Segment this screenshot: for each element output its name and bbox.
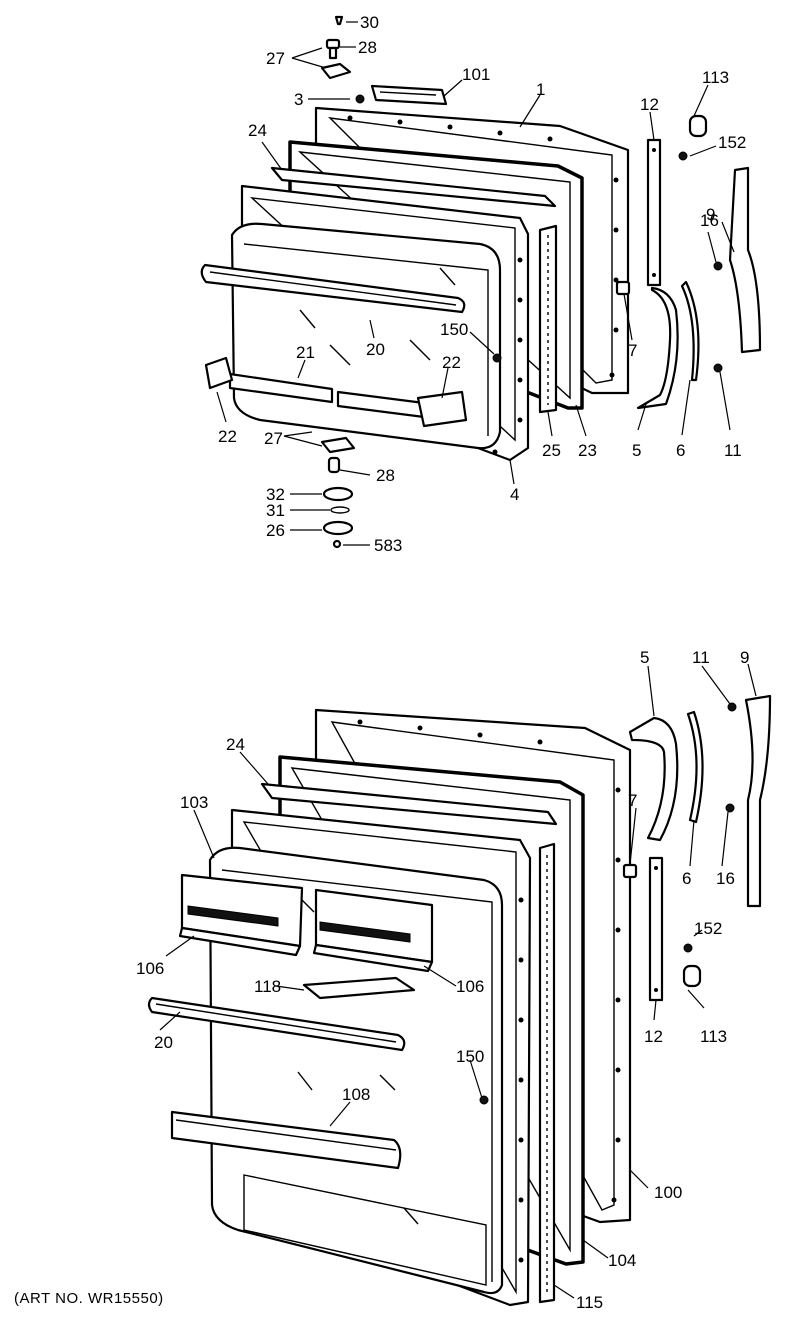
callout-5-lower: 5 bbox=[640, 648, 649, 667]
lower-door-shelf bbox=[170, 1110, 402, 1170]
lower-door-assembly: 5 11 9 24 7 103 6 16 106 152 106 118 113… bbox=[136, 648, 772, 1312]
upper-door-rail bbox=[200, 263, 466, 314]
handle-6 bbox=[680, 280, 700, 382]
handle-5-lower bbox=[628, 716, 679, 842]
egg-tray bbox=[302, 976, 416, 1000]
upper-handle-group bbox=[492, 114, 762, 410]
callout-1: 1 bbox=[536, 80, 545, 99]
callout-23: 23 bbox=[578, 441, 597, 460]
callout-25: 25 bbox=[542, 441, 561, 460]
upper-trim-strips bbox=[228, 372, 434, 420]
handle-9 bbox=[728, 166, 762, 354]
callout-12-lower: 12 bbox=[644, 1027, 663, 1046]
bottom-hinge-hardware bbox=[320, 436, 356, 549]
callout-12: 12 bbox=[640, 95, 659, 114]
lower-leader-lines bbox=[159, 663, 757, 1299]
upper-mullion-strip bbox=[538, 224, 558, 414]
callout-21: 21 bbox=[296, 343, 315, 362]
lower-handle-group bbox=[479, 694, 772, 1105]
callout-100: 100 bbox=[654, 1183, 682, 1202]
callout-106-right: 106 bbox=[456, 977, 484, 996]
callout-152: 152 bbox=[718, 133, 746, 152]
cap-113 bbox=[688, 114, 708, 138]
top-hinge-hardware bbox=[320, 15, 352, 80]
callout-115: 115 bbox=[576, 1293, 603, 1312]
lower-callouts: 5 11 9 24 7 103 6 16 106 152 106 118 113… bbox=[136, 648, 749, 1312]
callout-22-left: 22 bbox=[218, 427, 237, 446]
upper-door-assembly: 30 28 27 101 3 1 12 113 24 152 16 9 150 … bbox=[200, 13, 762, 555]
upper-leader-lines bbox=[216, 21, 735, 546]
callout-24: 24 bbox=[248, 121, 267, 140]
stop-7-lower bbox=[622, 863, 638, 879]
screw-11-lower bbox=[727, 702, 737, 712]
hinge-bar-12 bbox=[646, 138, 662, 287]
callout-24-lower: 24 bbox=[226, 735, 245, 754]
callout-9-lower: 9 bbox=[740, 648, 749, 667]
callout-6: 6 bbox=[676, 441, 685, 460]
callout-11-lower: 11 bbox=[692, 648, 710, 667]
callout-113: 113 bbox=[702, 68, 729, 87]
callout-28-lower: 28 bbox=[376, 466, 395, 485]
callout-9: 9 bbox=[706, 205, 715, 224]
screw-3 bbox=[355, 94, 365, 104]
butter-compartment-left bbox=[178, 873, 304, 957]
lower-mullion-strip bbox=[538, 842, 556, 1304]
screw-152-lower bbox=[683, 943, 693, 953]
lower-door-rail bbox=[147, 996, 406, 1052]
callout-101: 101 bbox=[462, 65, 490, 84]
screw-152 bbox=[678, 151, 688, 161]
callout-5: 5 bbox=[632, 441, 641, 460]
callout-28: 28 bbox=[358, 38, 377, 57]
screw-150 bbox=[492, 353, 502, 363]
callout-31: 31 bbox=[266, 501, 285, 520]
handle-9-lower bbox=[744, 694, 772, 908]
callout-113-lower: 113 bbox=[700, 1027, 727, 1046]
callout-30: 30 bbox=[360, 13, 379, 32]
callout-11: 11 bbox=[724, 441, 742, 460]
cap-113-lower bbox=[682, 964, 702, 988]
upper-callouts: 30 28 27 101 3 1 12 113 24 152 16 9 150 … bbox=[218, 13, 746, 555]
callout-7-lower: 7 bbox=[628, 791, 637, 810]
callout-16-lower: 16 bbox=[716, 869, 735, 888]
callout-152-lower: 152 bbox=[694, 919, 722, 938]
callout-583: 583 bbox=[374, 536, 402, 555]
callout-106-left: 106 bbox=[136, 959, 164, 978]
callout-22: 22 bbox=[442, 353, 461, 372]
callout-32: 32 bbox=[266, 485, 285, 504]
callout-103: 103 bbox=[180, 793, 208, 812]
callout-16: 16 bbox=[700, 211, 719, 230]
right-bracket bbox=[416, 390, 468, 428]
callout-26: 26 bbox=[266, 521, 285, 540]
callout-104: 104 bbox=[608, 1251, 636, 1270]
screw-11 bbox=[713, 363, 723, 373]
callout-150: 150 bbox=[440, 320, 468, 339]
callout-27: 27 bbox=[266, 49, 285, 68]
hinge-bar-12-lower bbox=[648, 856, 664, 1002]
callout-6-lower: 6 bbox=[682, 869, 691, 888]
callout-20: 20 bbox=[366, 340, 385, 359]
callout-20-lower: 20 bbox=[154, 1033, 173, 1052]
upper-hinge-cover bbox=[370, 84, 448, 106]
callout-3: 3 bbox=[294, 90, 303, 109]
butter-compartment-right bbox=[312, 888, 434, 973]
left-bracket bbox=[204, 356, 234, 390]
callout-4: 4 bbox=[510, 485, 519, 504]
lower-breaker-strip bbox=[260, 782, 558, 826]
breaker-strip bbox=[270, 166, 557, 208]
handle-6-lower bbox=[686, 710, 704, 824]
callout-7: 7 bbox=[628, 341, 637, 360]
screw-16-lower bbox=[725, 803, 735, 813]
callout-27-lower: 27 bbox=[264, 429, 283, 448]
handle-5 bbox=[636, 286, 679, 410]
callout-108: 108 bbox=[342, 1085, 370, 1104]
callout-150-lower: 150 bbox=[456, 1047, 484, 1066]
callout-118: 118 bbox=[254, 977, 281, 996]
art-number-caption: (ART NO. WR15550) bbox=[14, 1290, 164, 1307]
stop-7 bbox=[615, 280, 631, 296]
screw-16 bbox=[713, 261, 723, 271]
